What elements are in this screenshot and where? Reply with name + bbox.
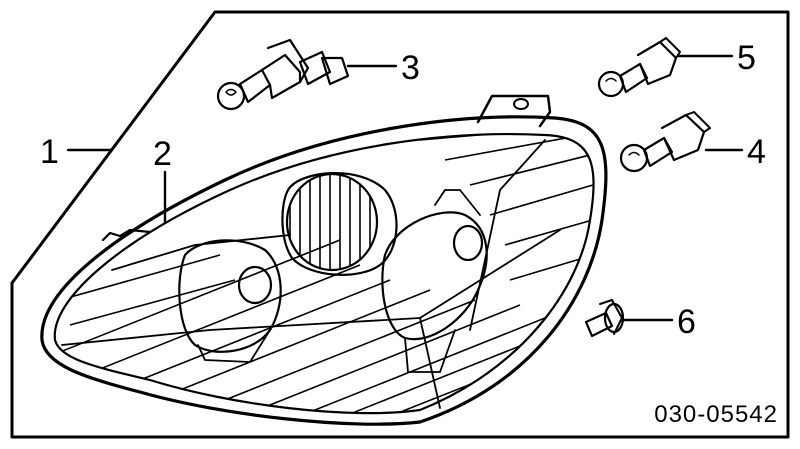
callout-6: 6 [677,303,696,341]
callout-3: 3 [401,49,420,87]
part-number-label: 030-05542 [654,401,778,428]
callout-2: 2 [153,135,172,173]
side-marker-bulb-icon [597,37,681,98]
callout-1: 1 [40,133,59,171]
turn-signal-bulb-icon [619,111,711,173]
retaining-clip-icon [584,299,625,338]
diagram-frame [10,10,790,439]
callout-4: 4 [747,133,766,171]
headlamp-assembly [40,94,608,426]
callout-5: 5 [737,39,756,77]
headlamp-bulb-icon [216,38,350,111]
leader-lines [66,54,744,322]
